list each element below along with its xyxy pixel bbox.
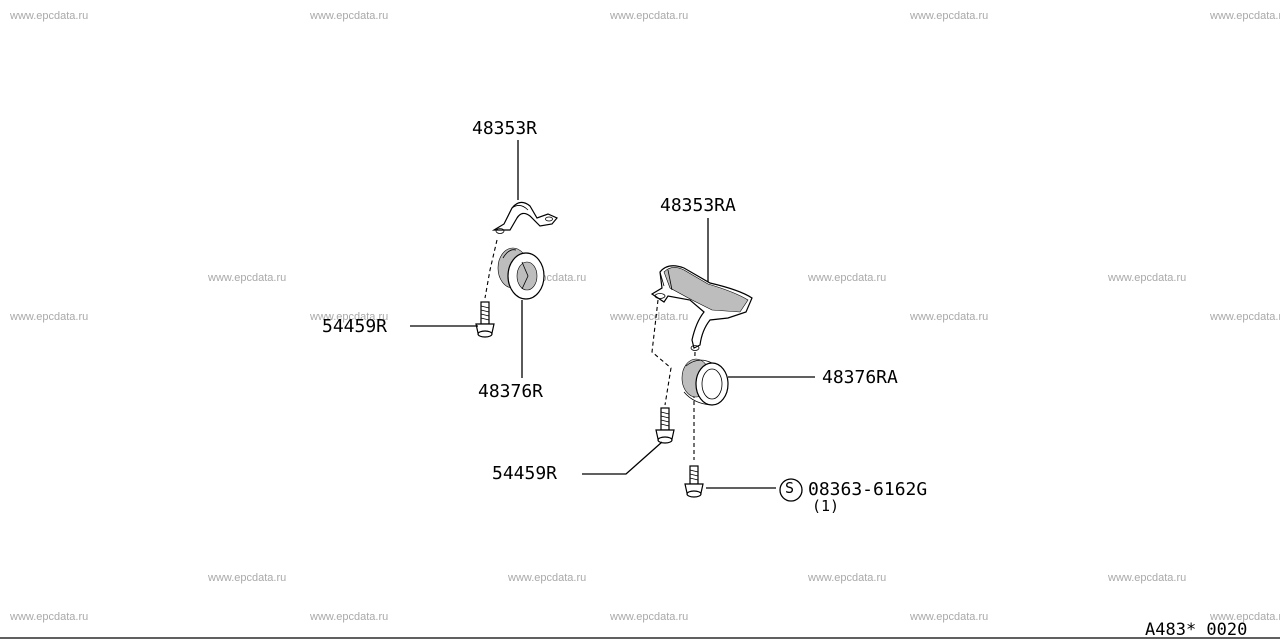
- watermark: www.epcdata.ru: [808, 272, 887, 284]
- watermark: www.epcdata.ru: [208, 572, 287, 584]
- watermark: www.epcdata.ru: [610, 10, 689, 22]
- s-symbol-circle: [779, 478, 803, 502]
- watermark: www.epcdata.ru: [10, 611, 89, 623]
- watermark: www.epcdata.ru: [310, 311, 389, 323]
- bolt-left: [475, 301, 495, 338]
- callout-48353ra[interactable]: 48353RA: [660, 195, 736, 216]
- watermark: www.epcdata.ru: [1108, 272, 1187, 284]
- callout-54459r-left[interactable]: 54459R: [322, 316, 388, 337]
- s-symbol: S: [785, 479, 795, 497]
- watermark: www.epcdata.ru: [808, 572, 887, 584]
- watermark: www.epcdata.ru: [10, 311, 89, 323]
- watermark: www.epcdata.ru: [208, 272, 287, 284]
- watermark: www.epcdata.ru: [910, 311, 989, 323]
- dash-bracket-right-to-bolt: [651, 299, 672, 406]
- watermark: www.epcdata.ru: [1210, 10, 1280, 22]
- callout-48376r[interactable]: 48376R: [478, 381, 544, 402]
- bushing-left: [497, 247, 545, 300]
- watermark: www.epcdata.ru: [910, 611, 989, 623]
- diagram-code: A483* 0020: [1145, 620, 1248, 640]
- bracket-right: [650, 265, 753, 351]
- watermark: www.epcdata.ru: [310, 10, 389, 22]
- callout-48376ra[interactable]: 48376RA: [822, 367, 898, 388]
- screw: [684, 465, 704, 498]
- leader-bolt-right: [582, 441, 663, 475]
- watermark: www.epcdata.ru: [10, 10, 89, 22]
- watermark: www.epcdata.ru: [610, 311, 689, 323]
- watermark: www.epcdata.ru: [1108, 572, 1187, 584]
- watermark: www.epcdata.ru: [1210, 311, 1280, 323]
- watermark: www.epcdata.ru: [610, 611, 689, 623]
- callout-48353r[interactable]: 48353R: [472, 118, 538, 139]
- callout-54459r-right[interactable]: 54459R: [492, 463, 558, 484]
- callout-08363-6162g[interactable]: 08363-6162G: [808, 479, 928, 500]
- watermark: www.epcdata.ru: [1210, 611, 1280, 623]
- screw-quantity: (1): [812, 497, 840, 515]
- dash-bracket-left-to-bolt: [484, 239, 498, 299]
- watermark: www.epcdata.ru: [508, 572, 587, 584]
- bushing-right: [681, 358, 729, 406]
- watermark: www.epcdata.ru: [310, 611, 389, 623]
- bolt-right: [655, 407, 675, 444]
- watermark: www.epcdata.ru: [910, 10, 989, 22]
- bracket-left: [491, 201, 558, 234]
